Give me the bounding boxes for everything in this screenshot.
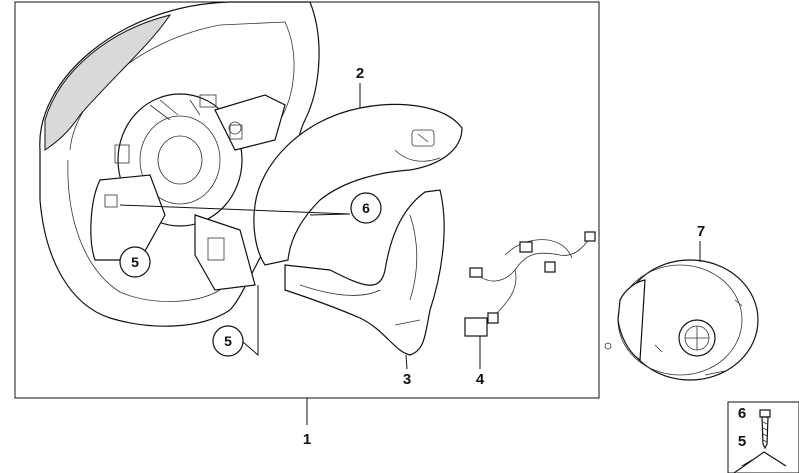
callout-6-text: 6 (362, 200, 370, 216)
callout-4-text: 4 (476, 371, 485, 388)
callout-3-text: 3 (403, 371, 411, 388)
callout-2: 2 (356, 65, 364, 82)
callout-1-text: 1 (303, 431, 311, 448)
airbag-module[interactable] (604, 259, 759, 381)
cover-lower[interactable] (284, 189, 445, 356)
callout-2-text: 2 (356, 65, 364, 82)
screw-legend (727, 401, 799, 473)
callout-6: 6 (350, 192, 382, 224)
callout-4: 4 (476, 371, 485, 388)
callout-5-bottom-text: 5 (224, 333, 232, 349)
legend-labels: 6 5 (738, 405, 746, 450)
legend-top-number: 6 (738, 405, 746, 422)
callout-5-left-text: 5 (131, 254, 139, 270)
callout-5-left: 5 (119, 246, 151, 278)
callout-7-text: 7 (697, 223, 705, 240)
callout-1: 1 (303, 431, 311, 448)
callout-5-bottom: 5 (212, 325, 244, 357)
steering-wheel[interactable] (39, 1, 320, 327)
callout-3: 3 (403, 371, 411, 388)
callout-7: 7 (697, 223, 705, 240)
cover-upper[interactable] (253, 103, 463, 266)
wiring-harness[interactable] (464, 231, 596, 337)
legend-bottom-number: 5 (738, 433, 746, 450)
